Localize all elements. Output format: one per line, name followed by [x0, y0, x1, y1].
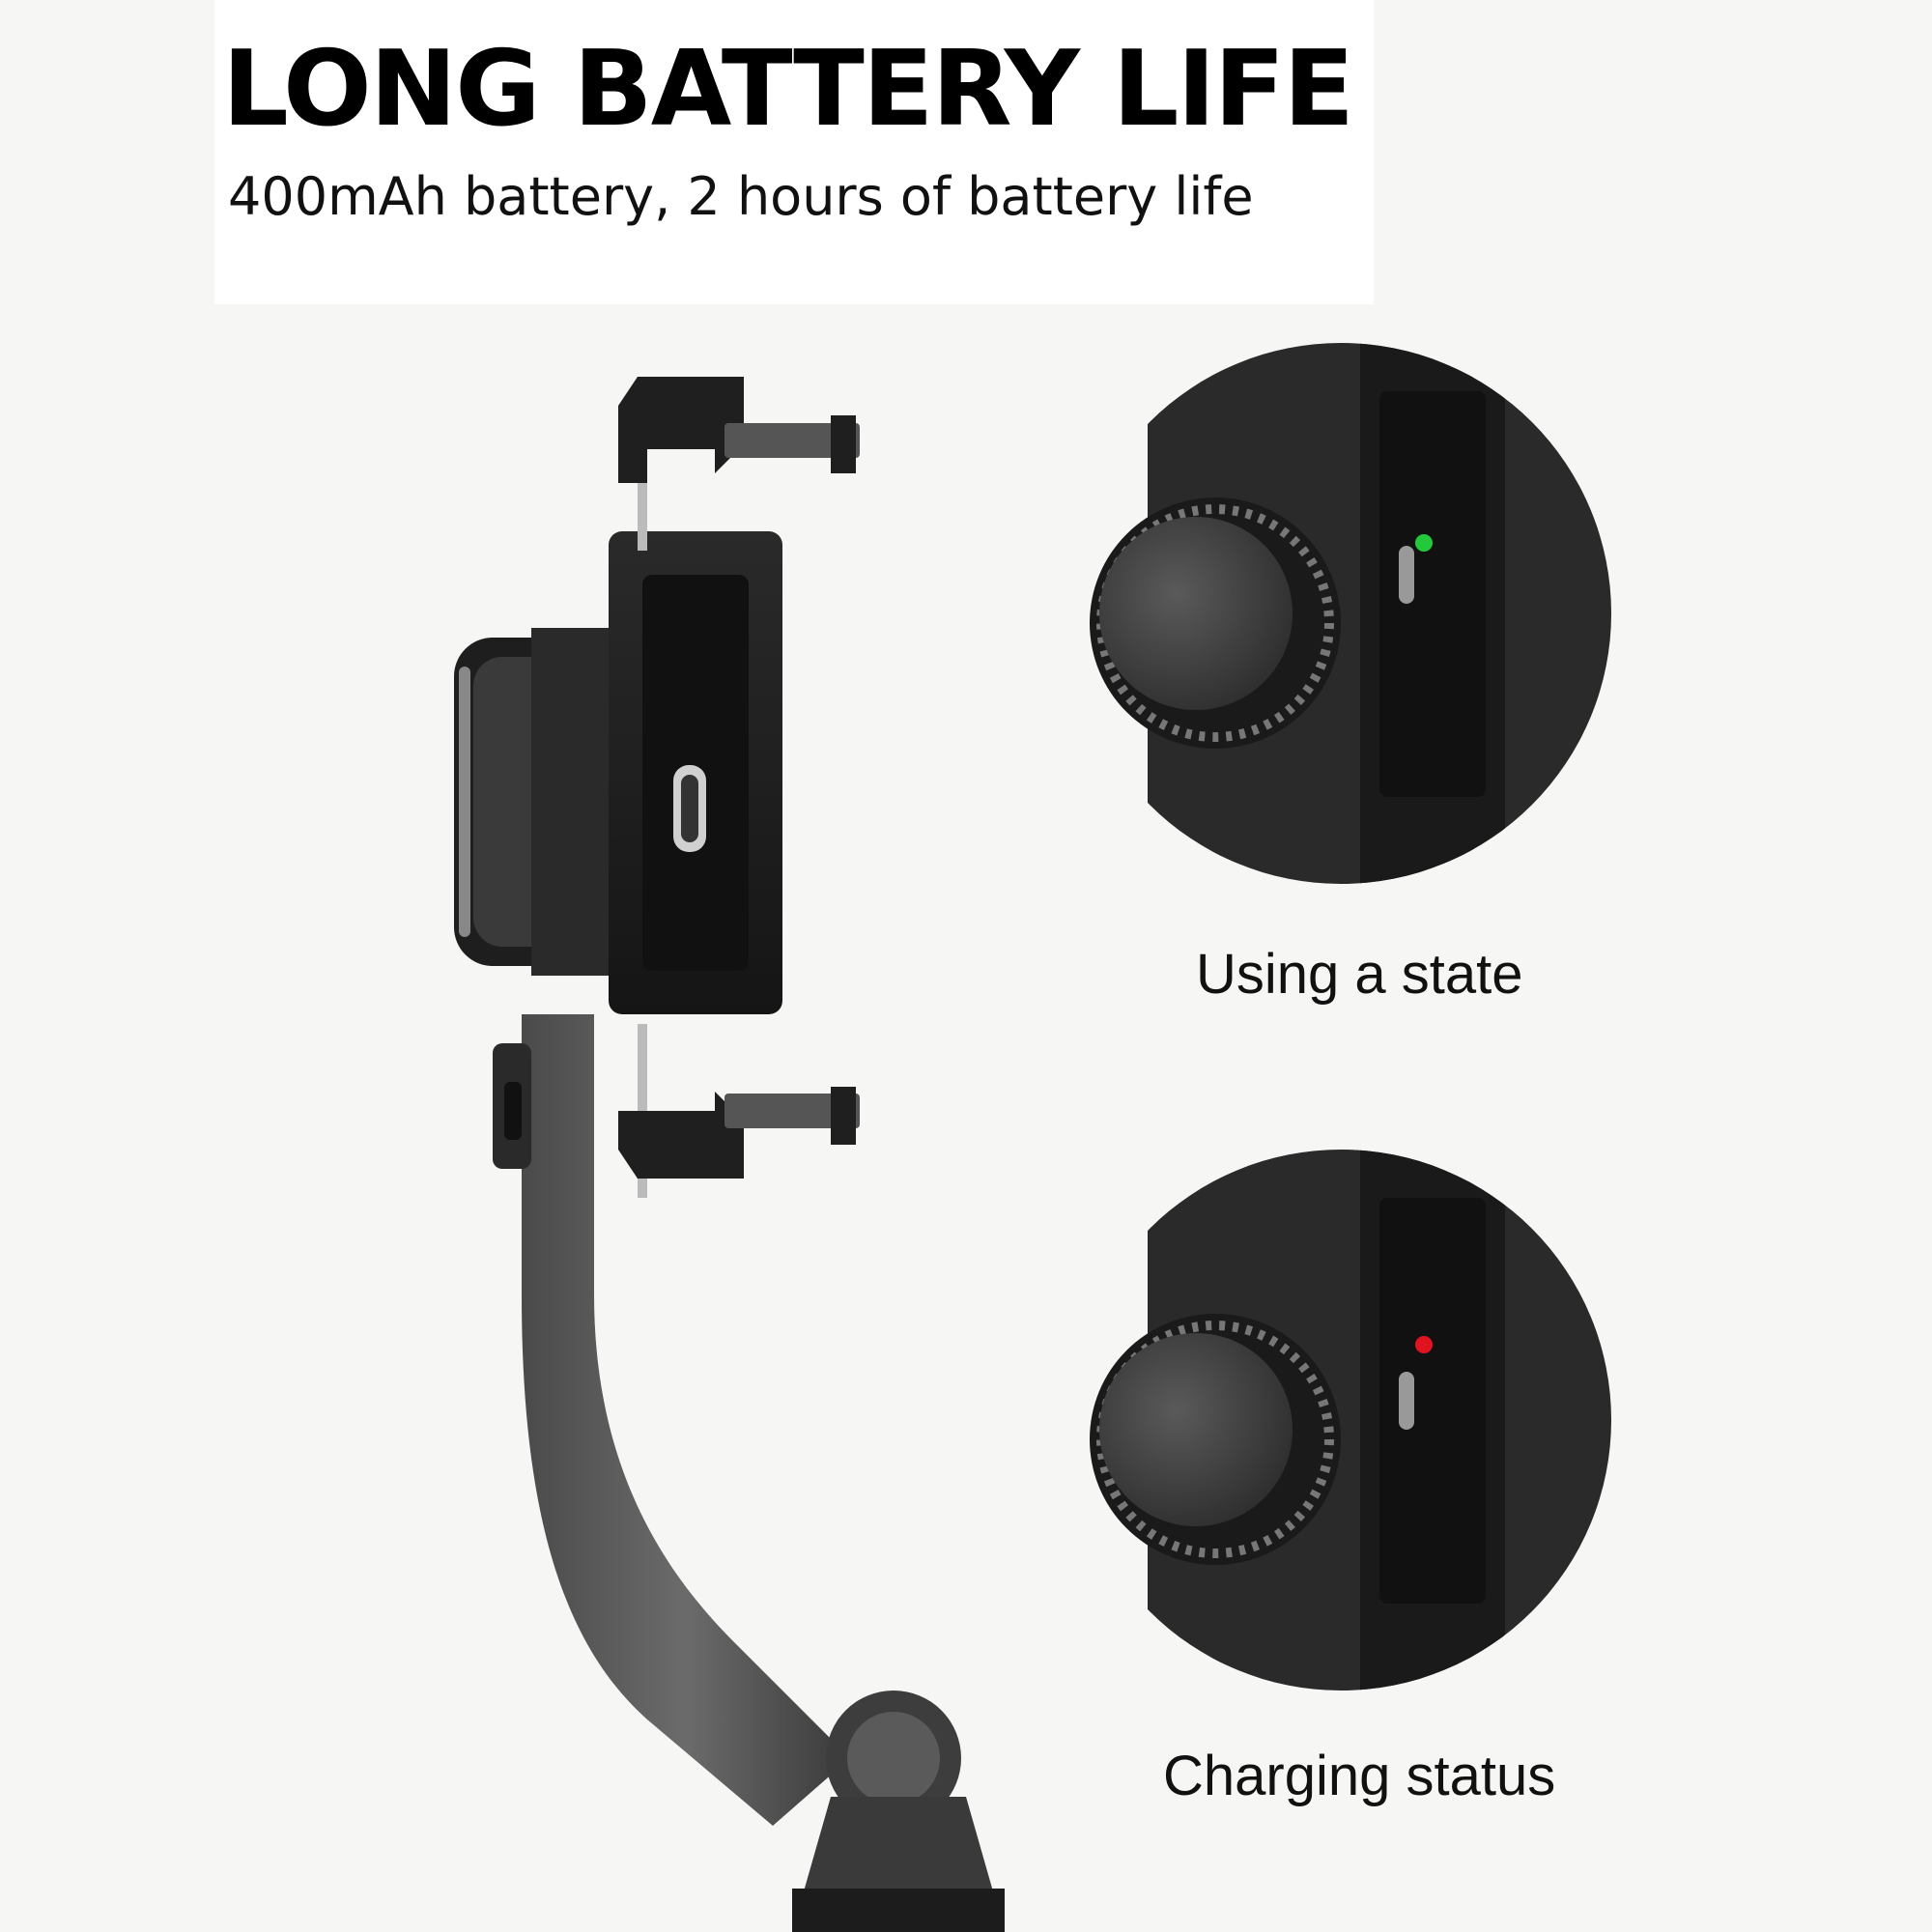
- led-indicator-charging-icon: [1415, 1336, 1433, 1353]
- knob-closeup-using-icon: [1070, 343, 1611, 884]
- caption-using-state: Using a state: [1196, 943, 1523, 1006]
- led-indicator-using-icon: [1415, 534, 1433, 552]
- header-panel: [214, 0, 1374, 304]
- caption-charging-status: Charging status: [1163, 1745, 1556, 1807]
- gimbal-device-icon: [454, 377, 1005, 1932]
- page-title: LONG BATTERY LIFE: [222, 29, 1354, 150]
- knob-closeup-charging-icon: [1070, 1150, 1611, 1690]
- page-subtitle: 400mAh battery, 2 hours of battery life: [228, 166, 1254, 227]
